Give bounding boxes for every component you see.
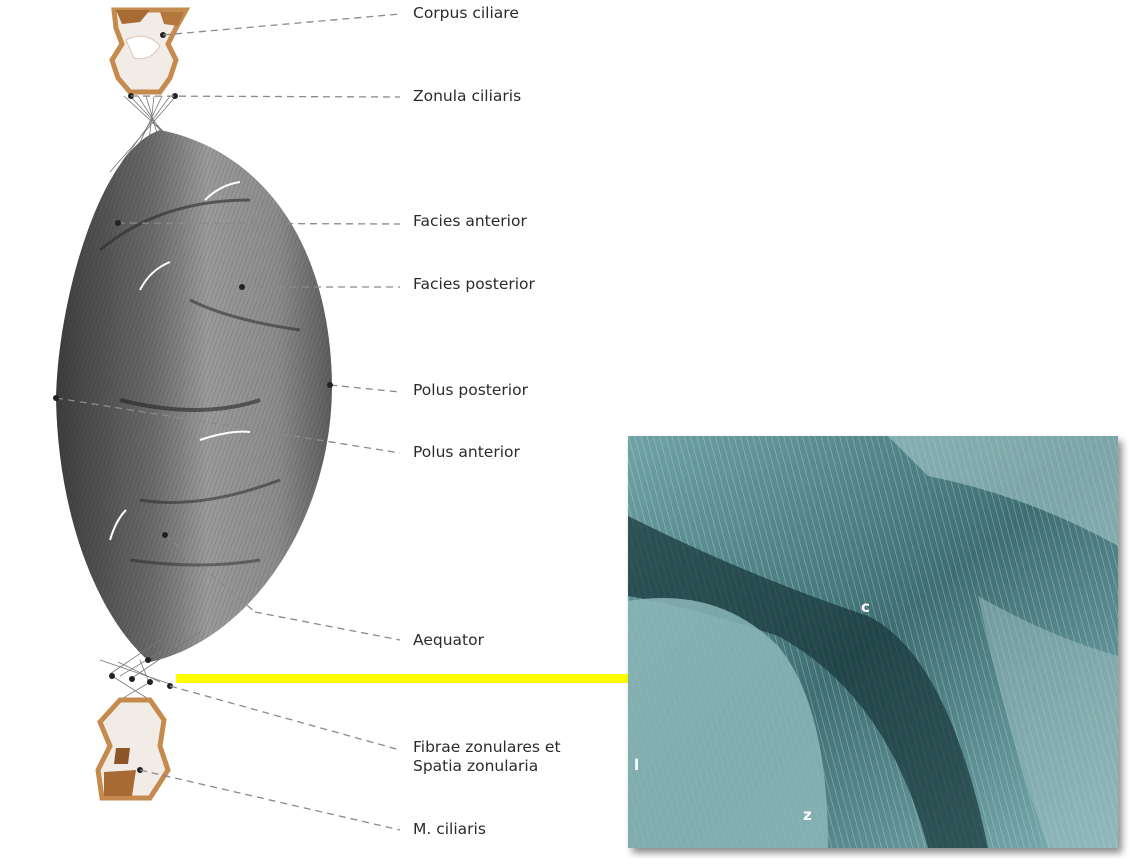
lens-body — [56, 130, 332, 662]
label-fibrae-line1: Fibrae zonulares et — [413, 738, 561, 757]
label-facies-posterior: Facies posterior — [413, 275, 535, 294]
micrograph-image — [628, 436, 1118, 848]
upper-ciliary-body — [112, 10, 186, 92]
micrograph-label-c: c — [861, 598, 870, 616]
marker-dot — [109, 673, 115, 679]
label-fibrae-line2: Spatia zonularia — [413, 757, 538, 776]
label-polus-posterior: Polus posterior — [413, 381, 528, 400]
micrograph-label-l: l — [634, 756, 639, 774]
lower-ciliary-body — [98, 700, 168, 798]
label-m-ciliaris: M. ciliaris — [413, 820, 486, 839]
label-facies-anterior: Facies anterior — [413, 212, 527, 231]
label-zonula-ciliaris: Zonula ciliaris — [413, 87, 521, 106]
micrograph-label-z: z — [803, 806, 812, 824]
marker-dot — [129, 676, 135, 682]
label-corpus-ciliare: Corpus ciliare — [413, 4, 519, 23]
label-aequator: Aequator — [413, 631, 484, 650]
label-polus-anterior: Polus anterior — [413, 443, 520, 462]
electron-micrograph: c z l — [628, 436, 1118, 848]
marker-dot — [147, 679, 153, 685]
